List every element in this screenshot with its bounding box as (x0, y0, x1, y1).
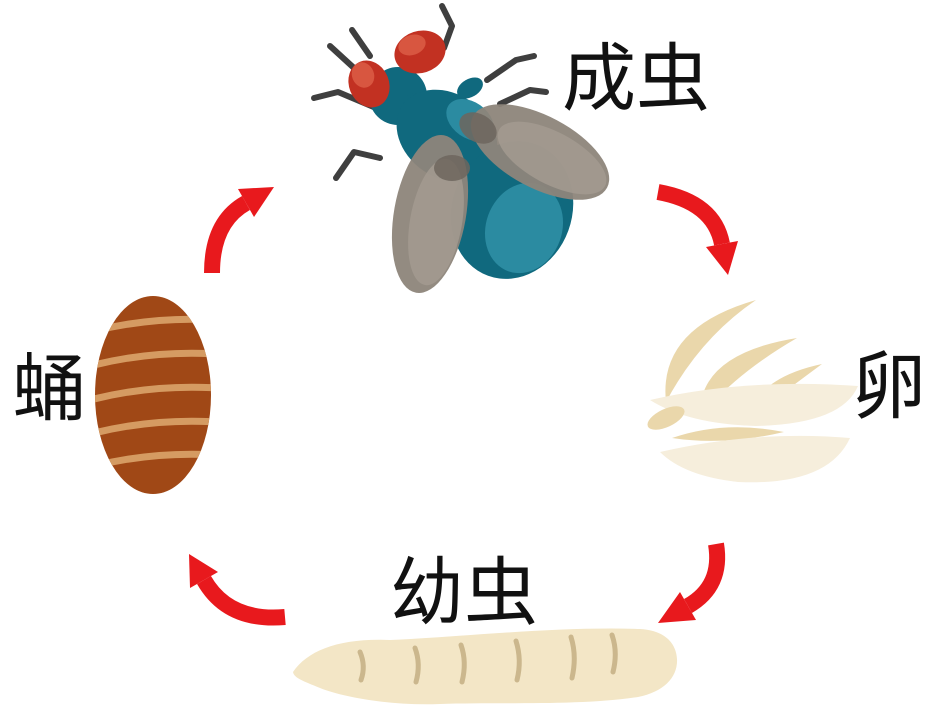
curved-arrow-shaft (683, 542, 726, 613)
egg-shape (699, 338, 797, 416)
arrow-adult-to-egg (656, 184, 738, 275)
pupa-body (95, 296, 211, 494)
fly-wings-light (408, 121, 607, 286)
stage-label-pupa: 蛹 (12, 347, 86, 430)
arrow-pupa-to-adult (204, 187, 274, 274)
arrowhead-icon (238, 187, 274, 217)
adult-fly-illustration (311, 3, 610, 294)
pupa-illustration (95, 296, 211, 494)
curved-arrow-shaft (197, 575, 286, 626)
fly-wing-bases (434, 112, 497, 181)
larva-body (293, 628, 678, 705)
egg-shape (672, 427, 784, 441)
arrow-larva-to-pupa (189, 554, 286, 626)
egg-shape (647, 406, 685, 430)
stage-label-larva: 幼虫 (390, 551, 538, 634)
curved-arrow-shaft (204, 196, 251, 274)
egg-shape (665, 300, 756, 402)
arrow-egg-to-larva (658, 542, 726, 623)
egg-cluster-illustration (647, 300, 858, 483)
egg-shape (650, 383, 858, 426)
egg-shape (660, 435, 850, 483)
fly-eye-highlights (351, 34, 426, 88)
curved-arrow-shaft (656, 184, 730, 246)
arrowhead-icon (658, 592, 696, 623)
larva-illustration (293, 628, 678, 705)
larva-segment-lines (357, 632, 618, 685)
arrowhead-icon (189, 554, 218, 588)
arrowhead-icon (706, 241, 738, 275)
stage-label-egg: 卵 (852, 345, 926, 428)
stage-label-adult: 成虫 (562, 37, 710, 120)
